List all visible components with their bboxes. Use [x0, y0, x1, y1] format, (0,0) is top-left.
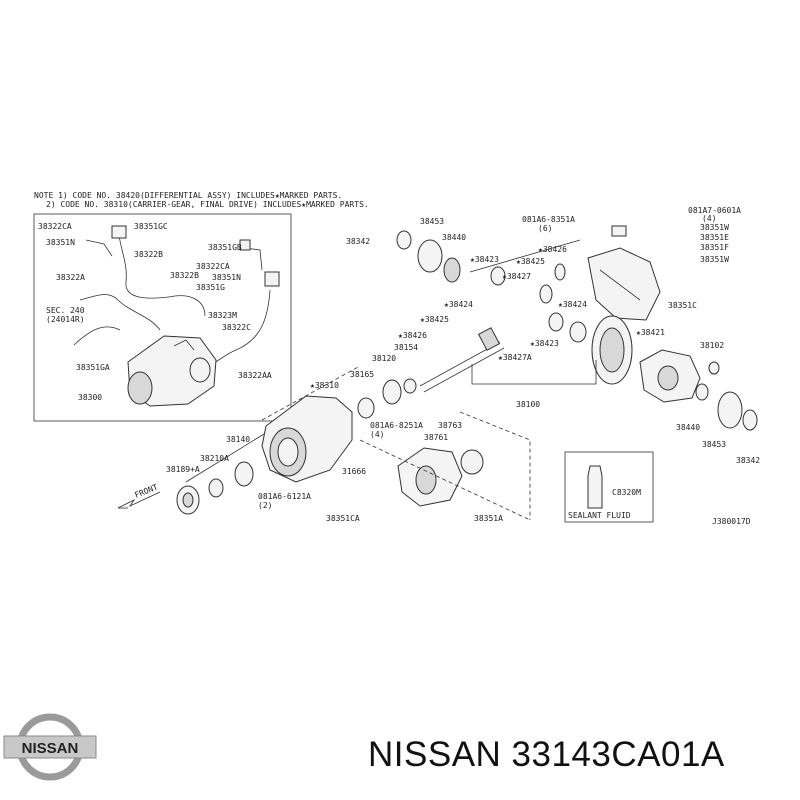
seal-row [176, 230, 758, 515]
part-label: 38322CA [196, 262, 230, 271]
note-line-1: NOTE 1) CODE NO. 38420(DIFFERENTIAL ASSY… [34, 191, 342, 200]
part-label: 38453 [702, 440, 726, 449]
part-label: 38351N [46, 238, 75, 247]
rear-cover [587, 225, 661, 321]
part-label: 38342 [736, 456, 760, 465]
part-label: (6) [538, 224, 552, 233]
note-line-2: 2) CODE NO. 38310(CARRIER-GEAR, FINAL DR… [46, 200, 369, 209]
part-label: 081A6-8351A [522, 215, 575, 224]
part-label: SEC. 240 [46, 306, 85, 315]
part-label: 38322AA [238, 371, 272, 380]
part-label: 38300 [78, 393, 102, 402]
part-label: 38342 [346, 237, 370, 246]
part-label: 081A6-8251A [370, 421, 423, 430]
part-label: 38351G [196, 283, 225, 292]
ring-gear [591, 315, 633, 385]
sealant-tube-icon [587, 465, 603, 509]
part-label: ★38425 [516, 257, 545, 266]
part-label: 38453 [420, 217, 444, 226]
part-labels: 38322CA 38351GC 38351N 38322B 38351GB 38… [38, 206, 760, 523]
part-label: 31666 [342, 467, 366, 476]
part-label: 38189+A [166, 465, 200, 474]
part-label: 38351N [212, 273, 241, 282]
carrier-housing [261, 395, 353, 483]
part-label: 38351F [700, 243, 729, 252]
part-label: 38100 [516, 400, 540, 409]
part-label: 38351W [700, 223, 729, 232]
logo-text: NISSAN [22, 740, 79, 757]
part-label: 081A7-0601A [688, 206, 741, 215]
pinion-shaft [419, 327, 505, 393]
part-label: ★38423 [470, 255, 499, 264]
part-number-caption: NISSAN 33143CA01A [368, 735, 725, 774]
harness-inset-frame [33, 213, 292, 422]
part-label: 38322B [134, 250, 163, 259]
part-label: 081A6-6121A [258, 492, 311, 501]
part-label: 38351C [668, 301, 697, 310]
part-label: ★38423 [530, 339, 559, 348]
part-label: 38323M [208, 311, 237, 320]
part-label: 38210A [200, 454, 229, 463]
part-label: 38351A [474, 514, 503, 523]
part-label: 38154 [394, 343, 418, 352]
part-label: 38761 [424, 433, 448, 442]
front-label: FRONT [133, 482, 159, 499]
part-label: ★38426 [398, 331, 427, 340]
harness-drawing [73, 225, 280, 407]
part-label: 38165 [350, 370, 374, 379]
part-label: 38351GC [134, 222, 168, 231]
part-label: 38440 [442, 233, 466, 242]
part-label: 38322CA [38, 222, 72, 231]
diagram-id: J380017D [712, 517, 751, 526]
part-label: ★38424 [444, 300, 473, 309]
part-label: 38322A [56, 273, 85, 282]
part-label: 38322C [222, 323, 251, 332]
part-label: 38322B [170, 271, 199, 280]
part-label: (2) [258, 501, 272, 510]
nissan-logo: NISSAN [3, 713, 97, 781]
part-label: 38102 [700, 341, 724, 350]
part-label: (24014R) [46, 315, 85, 324]
sealant-box [564, 451, 654, 523]
sealant-code: C8320M [612, 488, 641, 497]
part-label: ★38421 [636, 328, 665, 337]
part-label: 38763 [438, 421, 462, 430]
part-label: 38140 [226, 435, 250, 444]
differential-case [639, 349, 701, 403]
part-label: 38351GB [208, 243, 242, 252]
assembly-lines [185, 239, 597, 521]
part-label: 38440 [676, 423, 700, 432]
part-label: (4) [702, 214, 716, 223]
part-label: 38351W [700, 255, 729, 264]
side-retainer [397, 447, 463, 507]
front-arrow-icon [117, 491, 161, 509]
part-label: ★38310 [310, 381, 339, 390]
part-label: 38351E [700, 233, 729, 242]
part-label: 38351GA [76, 363, 110, 372]
part-label: ★38424 [558, 300, 587, 309]
part-label: ★38427A [498, 353, 532, 362]
part-label: 38351CA [326, 514, 360, 523]
part-label: ★38427 [502, 272, 531, 281]
part-label: ★38426 [538, 245, 567, 254]
part-label: (4) [370, 430, 384, 439]
sealant-label: SEALANT FLUID [568, 511, 631, 520]
part-label: ★38425 [420, 315, 449, 324]
part-label: 38120 [372, 354, 396, 363]
